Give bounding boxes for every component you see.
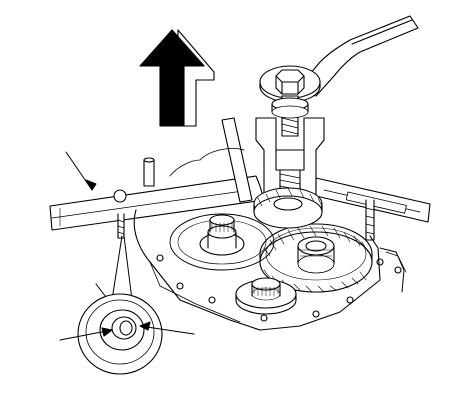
leader-lines — [65, 151, 133, 319]
bearing-puller-icon — [49, 95, 431, 241]
small-helical-gear-icon — [253, 187, 323, 229]
lower-gear-icon — [235, 277, 297, 315]
circlip-detail-icon — [59, 293, 195, 375]
large-helical-gear-icon — [259, 223, 373, 293]
shaft-gear-icon — [169, 213, 275, 271]
box-end-wrench-icon — [259, 15, 419, 103]
up-arrow-icon — [139, 29, 215, 127]
